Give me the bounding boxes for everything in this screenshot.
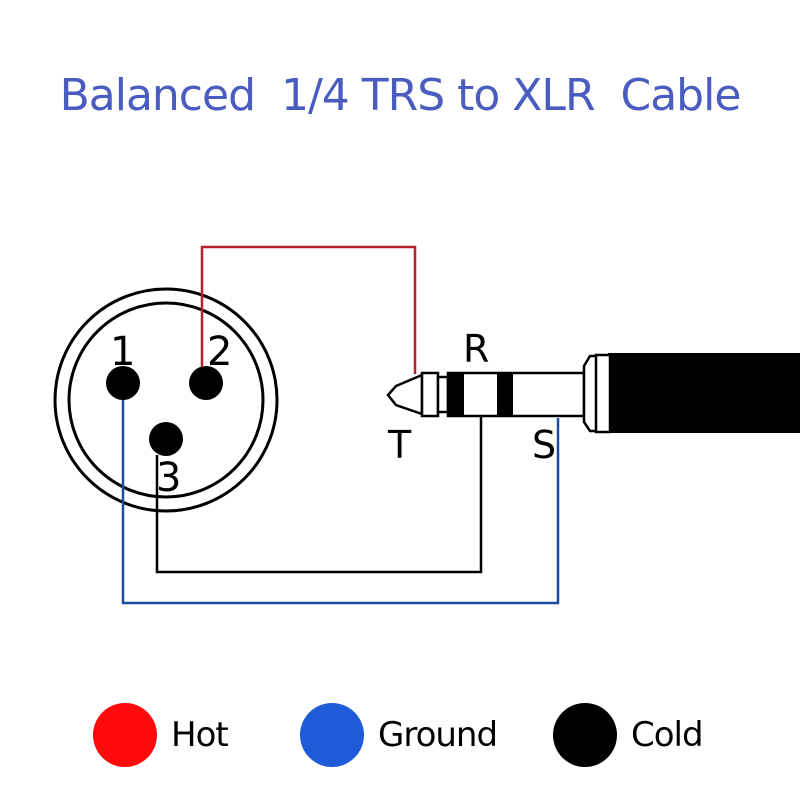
xlr-connector: 1 2 3 — [53, 287, 279, 513]
legend: Hot Ground Cold — [0, 700, 800, 780]
xlr-pin-1-label: 1 — [110, 329, 135, 375]
trs-tip-label: T — [387, 423, 412, 467]
legend-item-cold: Cold — [553, 700, 704, 770]
xlr-pin-1 — [106, 366, 140, 400]
hot-swatch-icon — [93, 703, 157, 767]
trs-insulator — [436, 375, 450, 414]
legend-label-hot: Hot — [171, 715, 229, 755]
xlr-pin-2 — [189, 366, 223, 400]
cold-wire — [155, 416, 483, 574]
cold-swatch-icon — [553, 703, 617, 767]
xlr-pin-3-label: 3 — [156, 455, 181, 501]
legend-label-ground: Ground — [378, 715, 498, 755]
xlr-outer-ring — [53, 287, 279, 513]
trs-ring-band-1 — [448, 373, 464, 416]
trs-tip — [386, 373, 424, 416]
legend-item-ground: Ground — [300, 700, 498, 770]
ground-swatch-icon — [300, 703, 364, 767]
ground-wire — [121, 400, 560, 605]
xlr-inner-ring — [67, 301, 265, 499]
trs-plug: T R S — [386, 327, 800, 467]
legend-item-hot: Hot — [93, 700, 229, 770]
trs-ring-label: R — [463, 327, 489, 371]
trs-tip-collar — [420, 371, 440, 418]
trs-shaft — [446, 371, 586, 418]
xlr-pin-3 — [149, 422, 183, 456]
hot-wire — [200, 245, 417, 374]
trs-handle-collar — [594, 353, 612, 434]
diagram-title: Balanced 1/4 TRS to XLR Cable — [59, 70, 742, 121]
trs-ring-band-2 — [497, 373, 513, 416]
legend-label-cold: Cold — [631, 715, 704, 755]
trs-handle — [608, 353, 800, 433]
trs-sleeve-label: S — [532, 423, 556, 467]
xlr-pin-2-label: 2 — [207, 329, 232, 375]
